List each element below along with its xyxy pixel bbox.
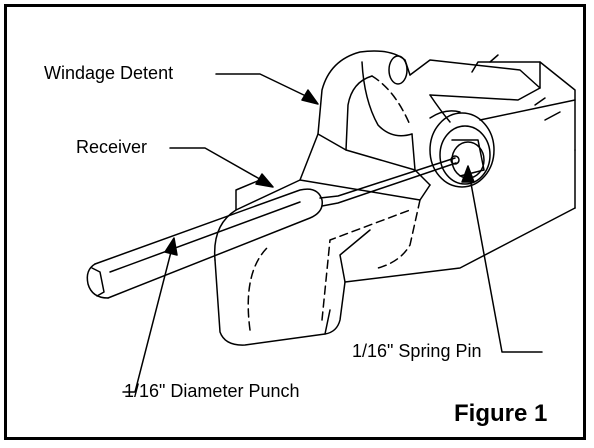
spring-pin-label: 1/16" Spring Pin bbox=[352, 341, 482, 361]
diameter-punch bbox=[86, 157, 457, 299]
diameter-punch-label: 1/16" Diameter Punch bbox=[124, 381, 300, 401]
figure-frame bbox=[4, 4, 586, 440]
windage-detent-label: Windage Detent bbox=[44, 63, 174, 83]
windage-knob bbox=[429, 110, 495, 188]
callout-leaders bbox=[122, 73, 543, 393]
figure-caption: Figure 1 bbox=[454, 400, 548, 427]
receiver-body bbox=[213, 133, 576, 346]
receiver-label: Receiver bbox=[76, 137, 148, 157]
windage-detent-block bbox=[317, 50, 576, 171]
